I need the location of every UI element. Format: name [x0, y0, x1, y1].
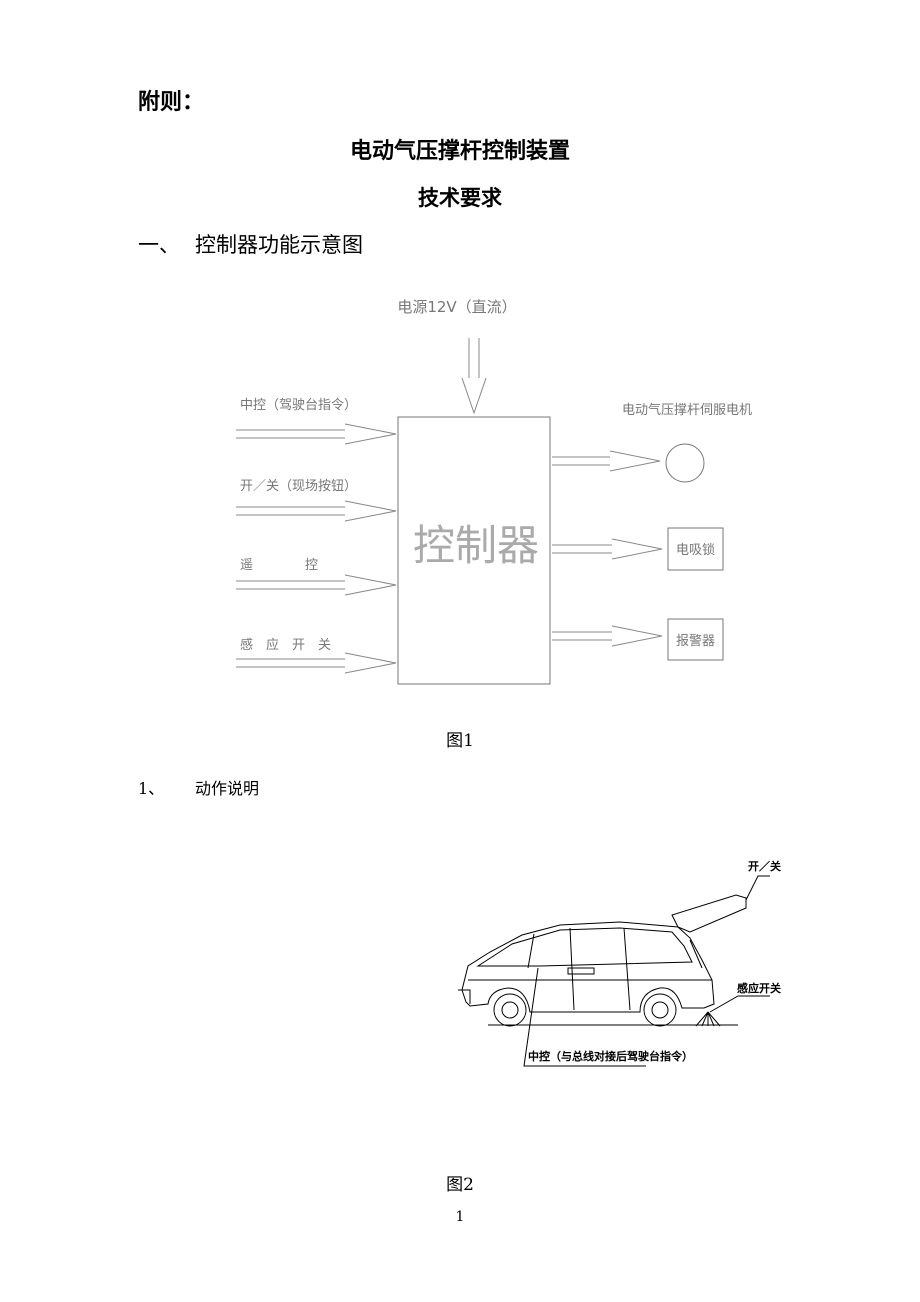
controller-label: 控制器 [413, 521, 539, 570]
input-label-central-control: 中控（驾驶台指令） [240, 398, 357, 413]
controller-block-diagram: 电源12V（直流） 控制器 中控（驾驶台指令） 开／关（现场按钮） 遥 控 感 … [236, 298, 752, 685]
input-arrow-on-off [236, 500, 397, 522]
section-title: 控制器功能示意图 [195, 233, 363, 257]
sensor-leader [709, 995, 770, 1013]
controller-box [397, 416, 551, 685]
section-number: 一、 [138, 233, 180, 257]
sensor-fan [695, 1011, 721, 1027]
switch-leader [745, 875, 770, 901]
sensor-switch-label: 感应开关 [737, 981, 781, 995]
input-label-remote: 遥 控 [240, 558, 318, 573]
tailgate [671, 894, 747, 933]
motor-circle [665, 443, 705, 483]
central-control-label: 中控（与总线对接后驾驶台指令） [528, 1049, 693, 1063]
rear-wheel [643, 993, 677, 1027]
input-arrow-central [236, 423, 397, 445]
power-supply-label: 电源12V（直流） [397, 298, 516, 316]
output-arrow-alarm [552, 625, 663, 647]
input-label-sensor-switch: 感 应 开 关 [240, 637, 331, 653]
output-label-alarm: 报警器 [676, 633, 715, 649]
switch-label: 开／关 [748, 859, 781, 873]
door-handle [567, 967, 595, 975]
appendix-label: 附则： [138, 89, 205, 115]
lock-box [667, 527, 724, 571]
output-arrow-motor [552, 450, 661, 472]
front-wheel [493, 993, 527, 1027]
van-body [461, 921, 715, 1013]
power-arrow [461, 338, 487, 415]
van-windows [476, 927, 693, 967]
input-label-on-off-button: 开／关（现场按钮） [240, 479, 357, 494]
central-leader [523, 967, 646, 1067]
van-drawing: 开／关 感应开关 中控（与总线对接后驾驶台指令） [458, 859, 781, 1067]
item-number: 1、 [138, 779, 165, 798]
figure1-caption: 图1 [446, 731, 474, 751]
output-label-lock: 电吸锁 [676, 542, 715, 558]
input-arrow-sensor [236, 652, 397, 674]
page-number: 1 [455, 1209, 465, 1225]
figure2-caption: 图2 [446, 1175, 474, 1195]
document-subtitle: 技术要求 [418, 185, 502, 210]
item-title: 动作说明 [195, 779, 260, 798]
alarm-box [667, 618, 724, 661]
output-arrow-lock [552, 538, 663, 560]
output-label-motor: 电动气压撑杆伺服电机 [622, 402, 752, 418]
document-title: 电动气压撑杆控制装置 [349, 138, 570, 164]
input-arrow-remote [236, 574, 397, 596]
